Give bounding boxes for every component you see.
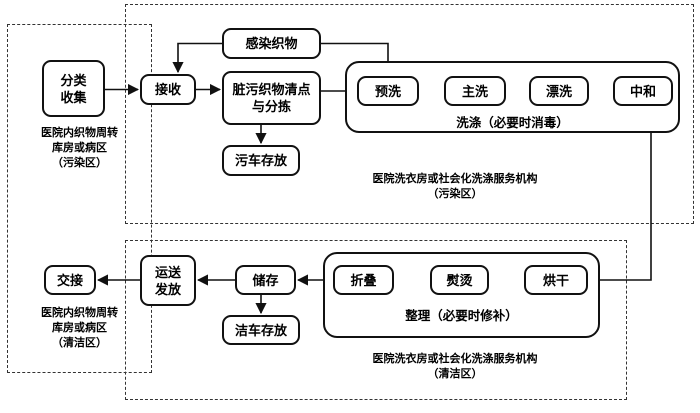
zone-ward-dirty <box>7 24 152 373</box>
zone-label-laundry-dirty: 医院洗衣房或社会化洗涤服务机构 （污染区） <box>372 173 538 200</box>
node-infectious-textile[interactable]: 感染织物 <box>222 28 321 59</box>
zone-label-ward-clean: 医院内织物周转 库房或病区 （清洁区） <box>41 307 118 349</box>
node-handover[interactable]: 交接 <box>44 265 96 295</box>
node-fold[interactable]: 折叠 <box>333 265 394 295</box>
node-count-and-sort[interactable]: 脏污织物清点 与分拣 <box>222 71 321 125</box>
group-finishing-label: 整理（必要时修补） <box>405 309 518 323</box>
node-main-wash[interactable]: 主洗 <box>444 76 506 106</box>
zone-laundry-clean <box>125 240 627 400</box>
node-iron[interactable]: 熨烫 <box>430 265 489 295</box>
node-dry[interactable]: 烘干 <box>524 265 588 295</box>
node-dirty-cart-storage[interactable]: 污车存放 <box>222 145 300 176</box>
zone-laundry-dirty <box>125 4 694 224</box>
zone-label-ward-dirty: 医院内织物周转 库房或病区 （污染区） <box>41 127 118 169</box>
zone-label-laundry-clean: 医院洗衣房或社会化洗涤服务机构 （清洁区） <box>372 353 538 380</box>
group-washing-label: 洗涤（必要时消毒） <box>456 116 569 130</box>
node-neutralize[interactable]: 中和 <box>613 76 673 106</box>
node-rinse[interactable]: 漂洗 <box>529 76 589 106</box>
node-prewash[interactable]: 预洗 <box>357 76 419 106</box>
node-store[interactable]: 储存 <box>235 265 296 295</box>
node-classify-collect[interactable]: 分类 收集 <box>42 60 105 117</box>
node-clean-cart-storage[interactable]: 洁车存放 <box>222 315 300 345</box>
node-transport-issue[interactable]: 运送 发放 <box>140 255 196 306</box>
node-receive[interactable]: 接收 <box>140 74 196 105</box>
